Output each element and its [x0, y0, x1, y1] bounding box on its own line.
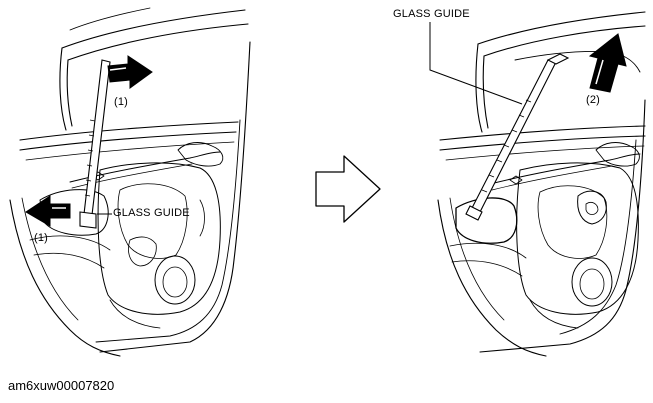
left-glass-guide-label: GLASS GUIDE — [113, 207, 190, 219]
left-lower-arrow-icon — [25, 195, 71, 227]
right-door-illustration — [437, 11, 646, 357]
left-glass-guide-rail — [79, 59, 111, 229]
right-glass-guide-label: GLASS GUIDE — [393, 8, 470, 20]
figure-code: am6xuw00007820 — [8, 378, 115, 393]
left-lower-arrow-label: (1) — [34, 232, 49, 244]
right-glass-guide-leader — [429, 22, 523, 105]
right-up-arrow-icon — [588, 33, 627, 93]
right-arrow-icon — [315, 155, 381, 223]
right-glass-guide-rail — [465, 53, 570, 221]
left-door-illustration — [9, 7, 251, 357]
right-arrow-label: (2) — [586, 94, 601, 106]
left-upper-arrow-label: (1) — [114, 96, 129, 108]
left-upper-arrow-icon — [107, 55, 153, 89]
